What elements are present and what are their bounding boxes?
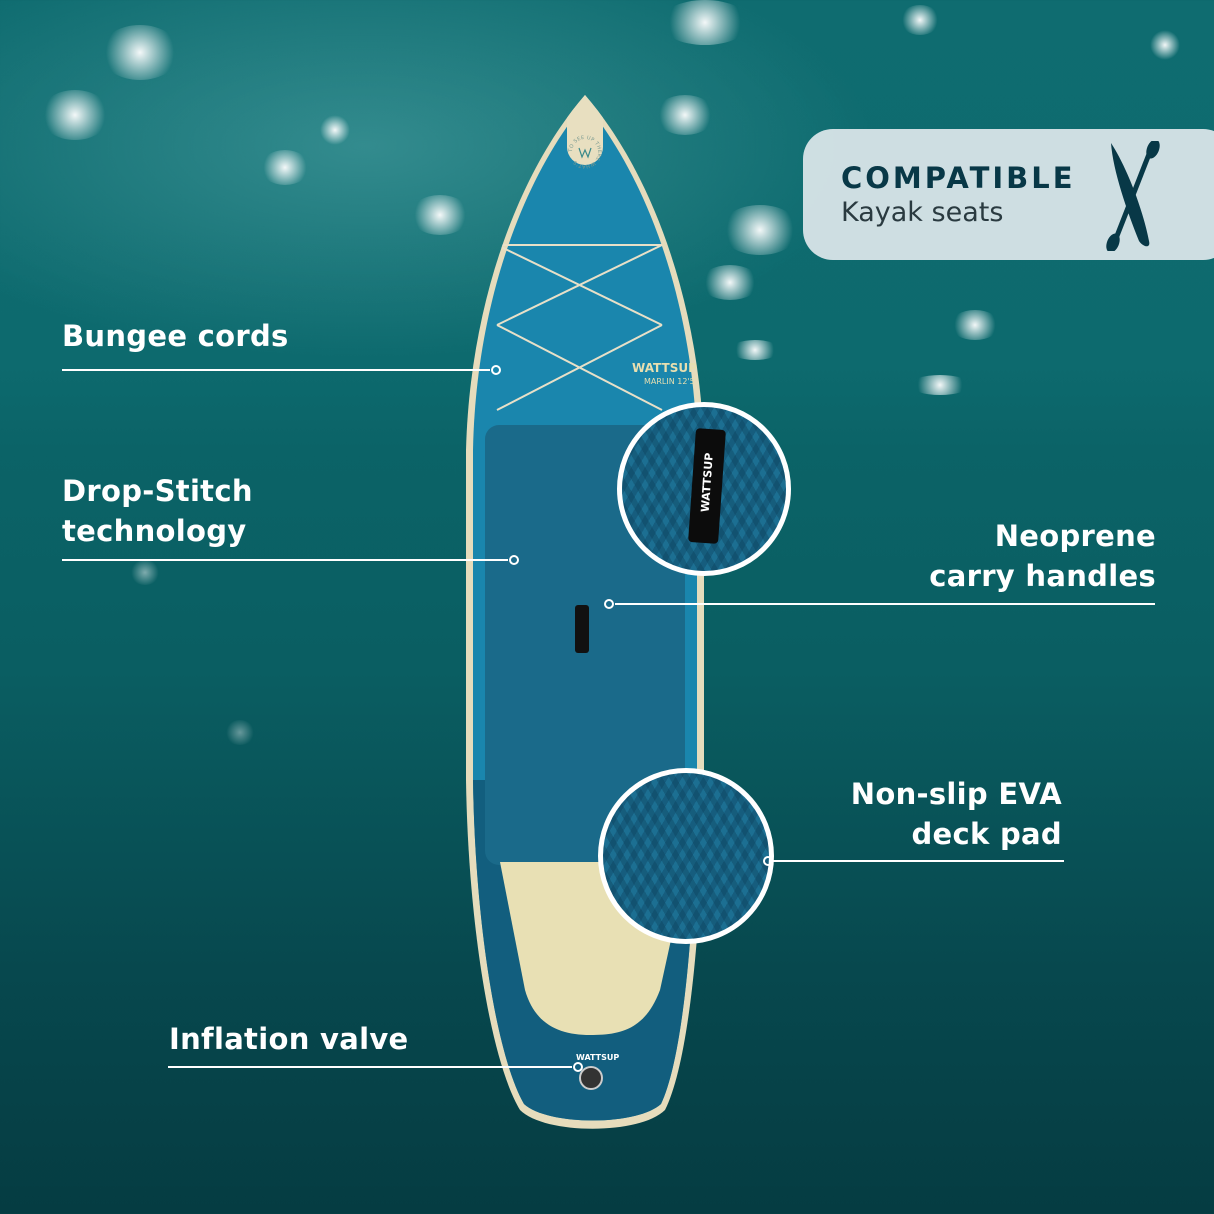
callout-label: Inflation valve [169, 1022, 409, 1056]
callout-drop-stitch: Drop-Stitch technology [62, 471, 253, 551]
callout-line [62, 559, 508, 561]
callout-line [62, 369, 490, 371]
badge-title: COMPATIBLE [841, 161, 1076, 195]
handle-detail-circle: WATTSUP [617, 402, 791, 576]
callout-carry-handles: Neoprene carry handles [929, 516, 1156, 596]
callout-line [615, 603, 1155, 605]
nose-logo-icon [578, 147, 592, 159]
callout-line [773, 860, 1064, 862]
carry-handle: WATTSUP [688, 428, 726, 544]
badge-subtitle: Kayak seats [841, 197, 1004, 228]
callout-label: Drop-Stitch [62, 474, 253, 508]
callout-label: Non-slip EVA [850, 777, 1062, 811]
callout-line [168, 1066, 572, 1068]
callout-label: Bungee cords [62, 319, 289, 353]
callout-label: deck pad [911, 817, 1062, 851]
callout-dot [491, 365, 501, 375]
callout-label: technology [62, 514, 247, 548]
callout-dot [509, 555, 519, 565]
callout-dot [573, 1062, 583, 1072]
callout-label: Neoprene [994, 519, 1156, 553]
callout-label: carry handles [929, 559, 1156, 593]
handle-brand: WATTSUP [698, 452, 716, 513]
callout-dot [763, 856, 773, 866]
board-brand: WATTSUP [632, 361, 697, 375]
board-model: MARLIN 12'5" [644, 377, 698, 386]
callout-dot [604, 599, 614, 609]
deck-pad-detail-circle [598, 768, 774, 944]
callout-bungee-cords: Bungee cords [62, 316, 289, 356]
kayak-paddle-icon [1106, 141, 1160, 251]
compatibility-badge: COMPATIBLE Kayak seats [803, 129, 1214, 260]
callout-inflation-valve: Inflation valve [169, 1019, 409, 1059]
valve-brand: WATTSUP [576, 1053, 619, 1062]
callout-deck-pad: Non-slip EVA deck pad [851, 774, 1062, 854]
